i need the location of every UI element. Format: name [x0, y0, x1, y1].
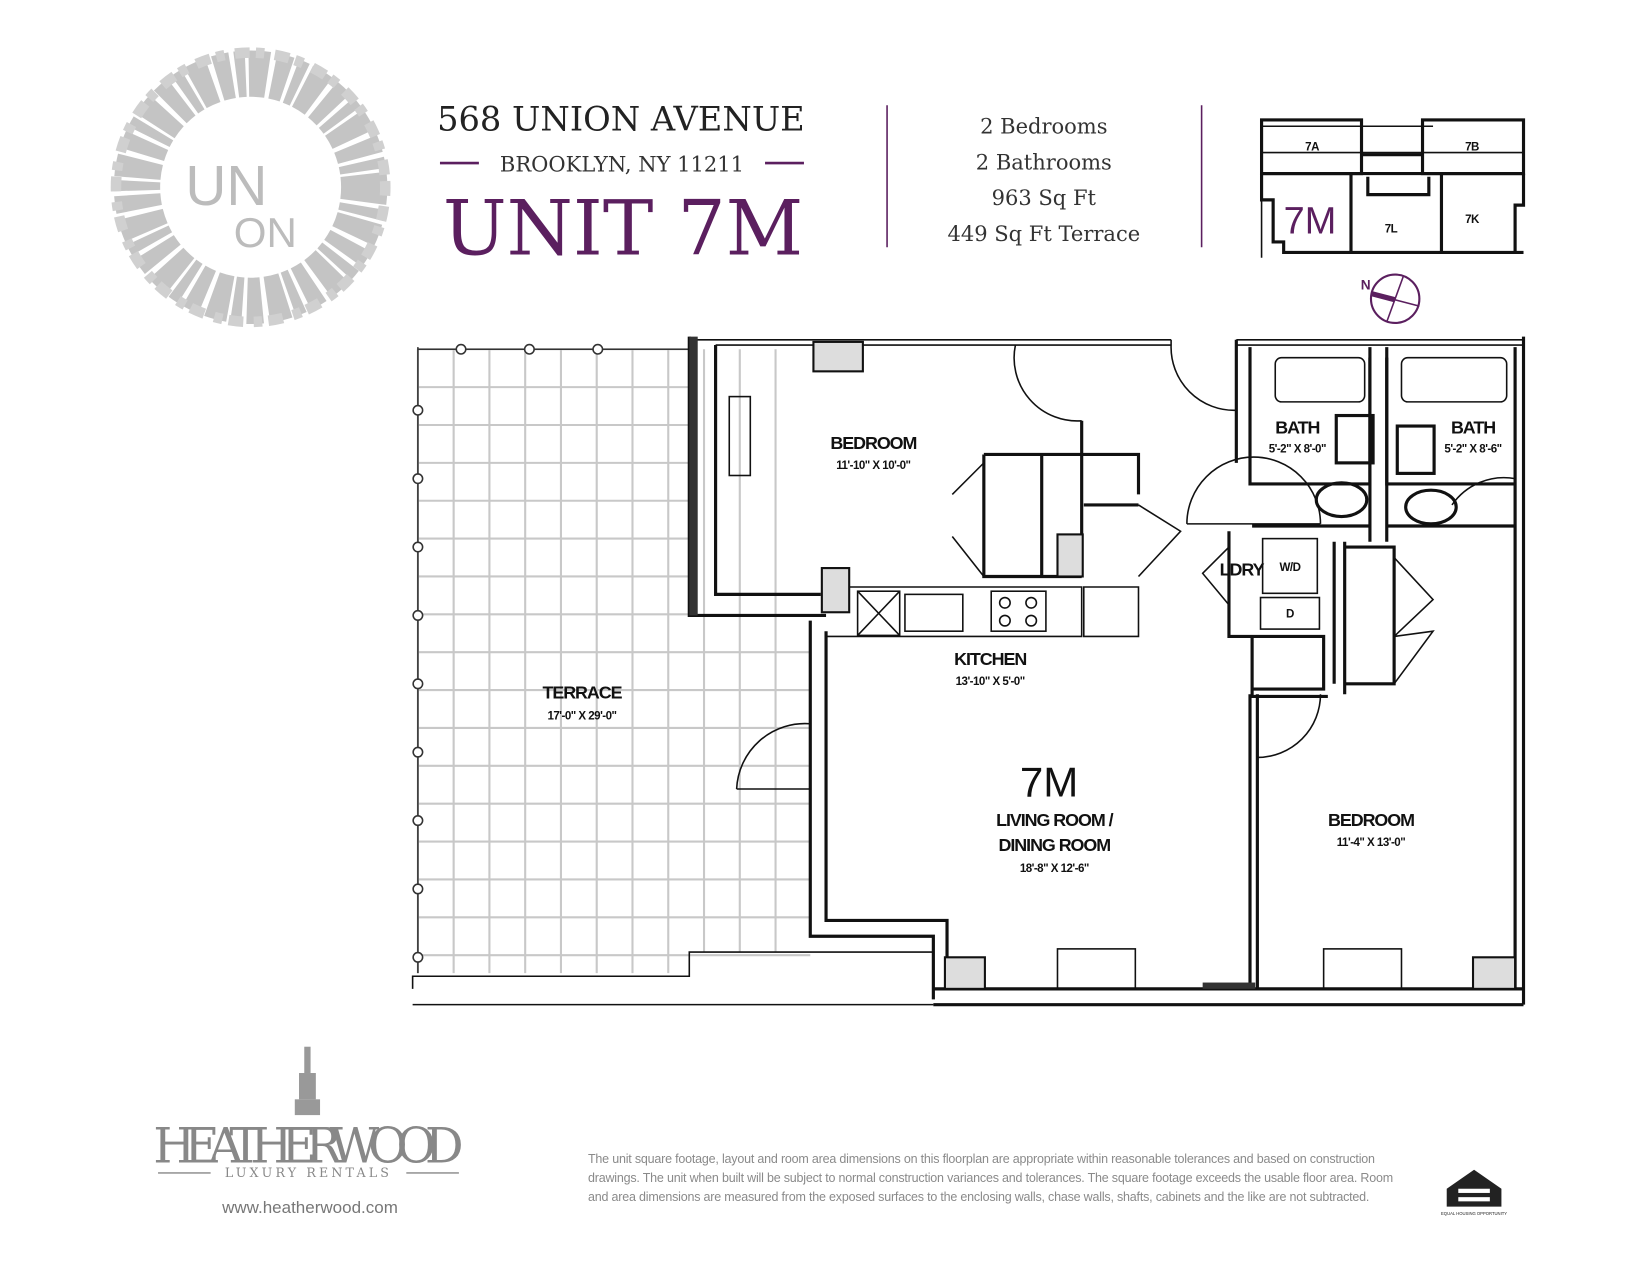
svg-text:18'-8" X 12'-6": 18'-8" X 12'-6": [1020, 863, 1089, 875]
svg-text:11'-4" X 13'-0": 11'-4" X 13'-0": [1337, 837, 1405, 849]
website-link[interactable]: www.heatherwood.com: [222, 1198, 398, 1217]
key-plan: 7A 7B 7M 7L 7K: [1259, 118, 1526, 258]
svg-text:LUXURY RENTALS: LUXURY RENTALS: [225, 1165, 392, 1180]
unit-details: 2 Bedrooms 2 Bathrooms 963 Sq Ft 449 Sq …: [947, 114, 1140, 246]
logo-letters-on: ON: [234, 209, 297, 256]
key-unit-7l: 7L: [1385, 223, 1398, 235]
svg-text:17'-0" X 29'-0": 17'-0" X 29'-0": [547, 711, 616, 723]
railing-post: [412, 473, 424, 485]
key-unit-7a: 7A: [1305, 141, 1320, 153]
railing-post: [455, 343, 467, 355]
svg-text:5'-2" X 8'-0": 5'-2" X 8'-0": [1269, 443, 1326, 455]
city-line: BROOKLYN, NY 11211: [500, 151, 744, 176]
room-bath-2: BATH: [1451, 417, 1495, 437]
railing-post: [412, 609, 424, 621]
room-bath-1: BATH: [1275, 417, 1319, 437]
svg-text:5'-2" X 8'-6": 5'-2" X 8'-6": [1444, 443, 1501, 455]
room-terrace: TERRACE: [542, 683, 622, 703]
room-bedroom-1: BEDROOM: [830, 433, 916, 453]
svg-text:EQUAL HOUSING OPPORTUNITY: EQUAL HOUSING OPPORTUNITY: [1441, 1211, 1507, 1216]
terrace-area: [416, 348, 811, 974]
unit-title: UNIT 7M: [443, 185, 803, 273]
unit-label: 7M: [1020, 758, 1078, 805]
railing-post: [412, 746, 424, 758]
union-logo: UN ON: [110, 47, 391, 328]
walls: [411, 336, 1526, 1007]
address-title: 568 UNION AVENUE: [437, 99, 805, 138]
svg-text:W/D: W/D: [1280, 562, 1301, 574]
room-laundry: LDRY: [1220, 559, 1265, 579]
room-bedroom-2: BEDROOM: [1328, 810, 1414, 830]
railing-post: [412, 541, 424, 553]
railing-post: [412, 883, 424, 895]
equal-housing-icon: EQUAL HOUSING OPPORTUNITY: [1441, 1169, 1507, 1216]
railing-post: [523, 343, 535, 355]
room-labels: BEDROOM 11'-10" X 10'-0" BATH 5'-2" X 8'…: [542, 417, 1502, 875]
detail-bedrooms: 2 Bedrooms: [980, 114, 1107, 139]
compass-icon: N: [1361, 273, 1421, 325]
railing-post: [412, 404, 424, 416]
heatherwood-logo: HEATHERWOOD LUXURY RENTALS: [153, 1046, 464, 1180]
key-unit-7m: 7M: [1284, 201, 1337, 243]
detail-sqft: 963 Sq Ft: [992, 185, 1097, 210]
svg-text:11'-10" X 10'-0": 11'-10" X 10'-0": [836, 460, 910, 472]
key-unit-7k: 7K: [1465, 214, 1480, 226]
railing-post: [592, 343, 604, 355]
svg-text:DINING ROOM: DINING ROOM: [999, 835, 1111, 855]
terrace-railing: [412, 343, 690, 974]
room-kitchen: KITCHEN: [954, 649, 1026, 669]
svg-text:HEATHERWOOD: HEATHERWOOD: [153, 1118, 463, 1174]
detail-bathrooms: 2 Bathrooms: [976, 149, 1112, 174]
svg-text:13'-10" X 5'-0": 13'-10" X 5'-0": [956, 676, 1025, 688]
detail-terrace: 449 Sq Ft Terrace: [947, 221, 1140, 246]
room-living-dining: LIVING ROOM /: [996, 810, 1114, 830]
key-unit-7b: 7B: [1465, 141, 1479, 153]
svg-text:D: D: [1286, 609, 1294, 621]
disclaimer-text: The unit square footage, layout and room…: [588, 1152, 1393, 1204]
railing-post: [412, 815, 424, 827]
railing-post: [412, 678, 424, 690]
railing-post: [412, 951, 424, 963]
svg-text:N: N: [1361, 277, 1371, 292]
logo-letters-un: UN: [185, 155, 267, 218]
